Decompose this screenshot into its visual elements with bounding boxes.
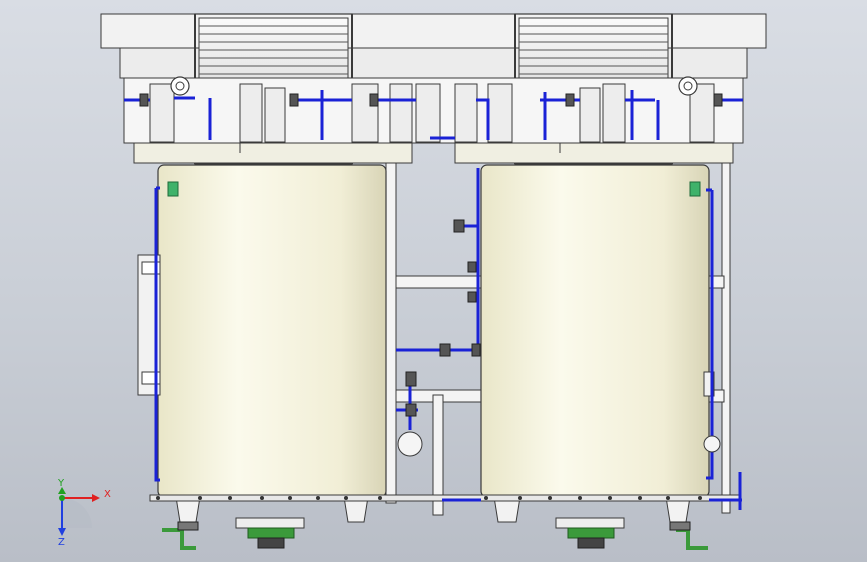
equipment-band — [123, 76, 744, 164]
z-axis-label: Z — [58, 537, 65, 548]
coordinate-triad[interactable]: X Y Z — [57, 478, 111, 548]
left-tank[interactable] — [137, 164, 387, 523]
right-tank[interactable] — [480, 164, 715, 523]
y-axis-label: Y — [57, 478, 65, 489]
expansion-vessel-icon — [397, 431, 423, 457]
left-tank-level-indicator-icon — [167, 181, 179, 197]
left-pump-icon — [170, 76, 190, 96]
z-axis-arrowhead — [58, 528, 66, 536]
bottom-fittings-right — [555, 517, 708, 550]
support-frame — [385, 162, 731, 516]
bottom-fittings-left — [162, 517, 305, 550]
right-tank-level-indicator-icon — [689, 181, 701, 197]
x-axis-arrowhead — [92, 494, 100, 502]
y-axis-arrowhead — [58, 487, 66, 494]
x-axis-label: X — [104, 489, 111, 500]
valves — [139, 93, 723, 417]
right-pump-icon — [678, 76, 698, 96]
